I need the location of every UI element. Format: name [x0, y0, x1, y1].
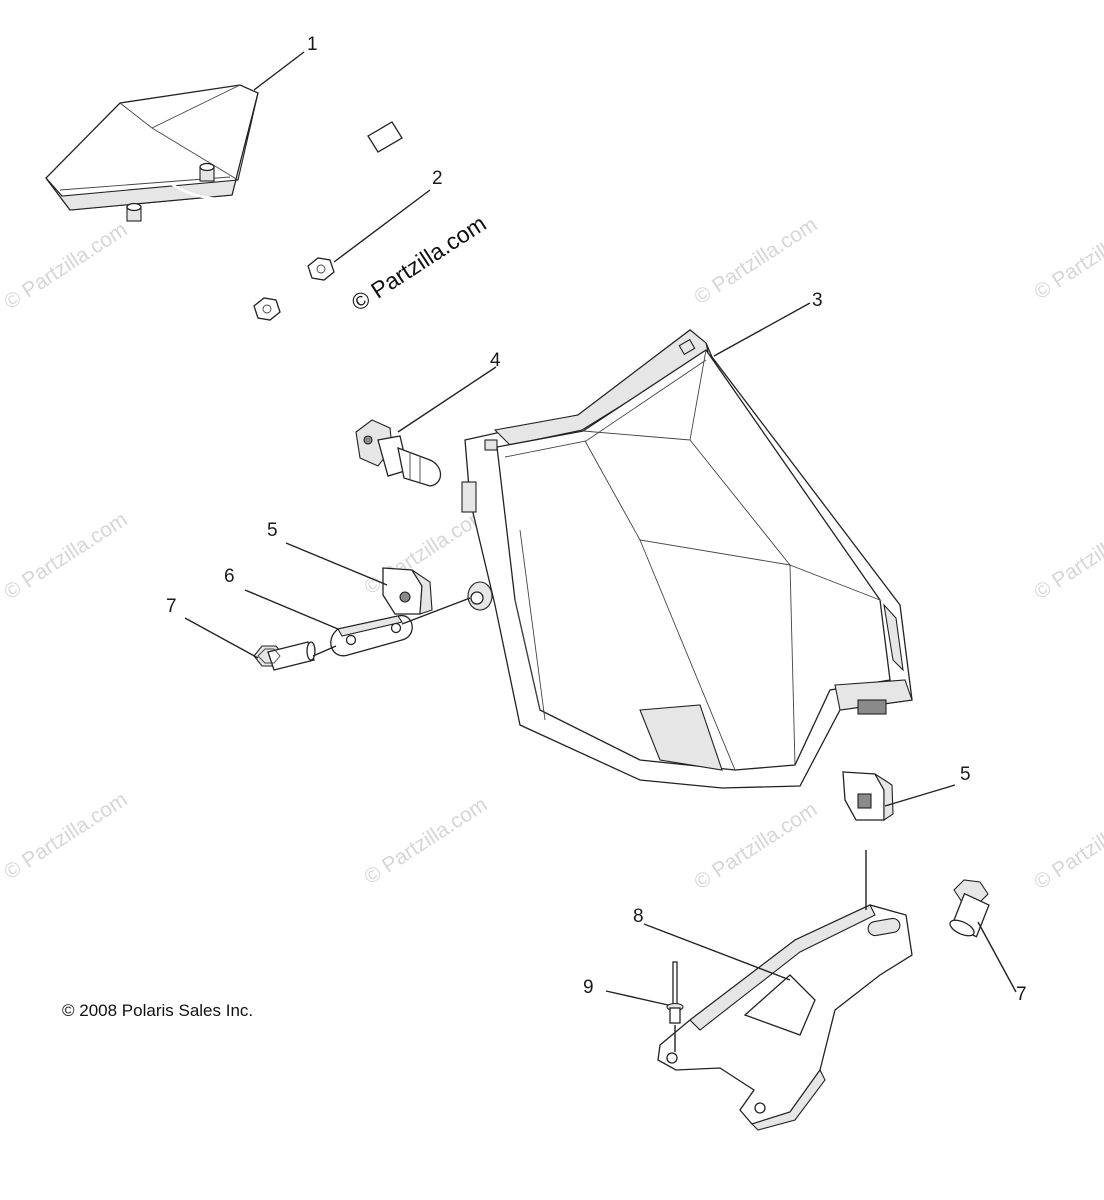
part-8-bracket — [657, 904, 913, 1131]
callout-7: 7 — [1016, 984, 1027, 1005]
callout-3: 3 — [812, 290, 823, 311]
part-7-bolt — [253, 641, 316, 671]
watermark-main: © Partzilla.com — [347, 210, 491, 316]
watermark: © Partzilla.com — [0, 218, 131, 314]
watermark: © Partzilla.com — [1030, 508, 1104, 604]
callout-5: 5 — [960, 764, 971, 785]
watermark: © Partzilla.com — [360, 793, 491, 889]
callout-9: 9 — [583, 977, 594, 998]
watermark: © Partzilla.com — [0, 788, 131, 884]
part-6-mounting-plate — [330, 615, 413, 657]
part-4-bulb — [355, 419, 442, 487]
copyright-notice: © 2008 Polaris Sales Inc. — [62, 1001, 253, 1020]
mounting-boss — [467, 581, 493, 611]
stud — [126, 202, 142, 222]
part-3-headlight-housing — [461, 329, 913, 789]
bracket-hole — [754, 1102, 766, 1114]
callout-7: 7 — [166, 596, 177, 617]
leader-lines — [184, 51, 1017, 1052]
part-5-speed-nut — [842, 771, 894, 822]
callout-8: 8 — [633, 906, 644, 927]
callout-5: 5 — [267, 520, 278, 541]
watermark: © Partzilla.com — [690, 798, 821, 894]
watermark: © Partzilla.com — [1030, 208, 1104, 304]
part-1-lamp-housing — [45, 84, 403, 222]
stud — [199, 162, 215, 182]
part-9-rivet — [666, 961, 684, 1024]
watermark: © Partzilla.com — [690, 213, 821, 309]
callout-1: 1 — [307, 34, 318, 55]
part-7-bolt — [949, 879, 990, 938]
bracket-hole — [666, 1052, 678, 1064]
wire-connector — [367, 121, 403, 153]
callout-4: 4 — [490, 350, 501, 371]
watermark: © Partzilla.com — [1030, 798, 1104, 894]
callout-labels: 1 2 3 4 5 6 7 5 8 9 7 — [166, 34, 1027, 1005]
part-5-speed-nut — [382, 567, 433, 615]
part-2-hex-nut — [253, 297, 281, 321]
part-2-hex-nut — [307, 257, 335, 281]
watermark: © Partzilla.com — [0, 508, 131, 604]
callout-6: 6 — [224, 566, 235, 587]
callout-2: 2 — [432, 168, 443, 189]
